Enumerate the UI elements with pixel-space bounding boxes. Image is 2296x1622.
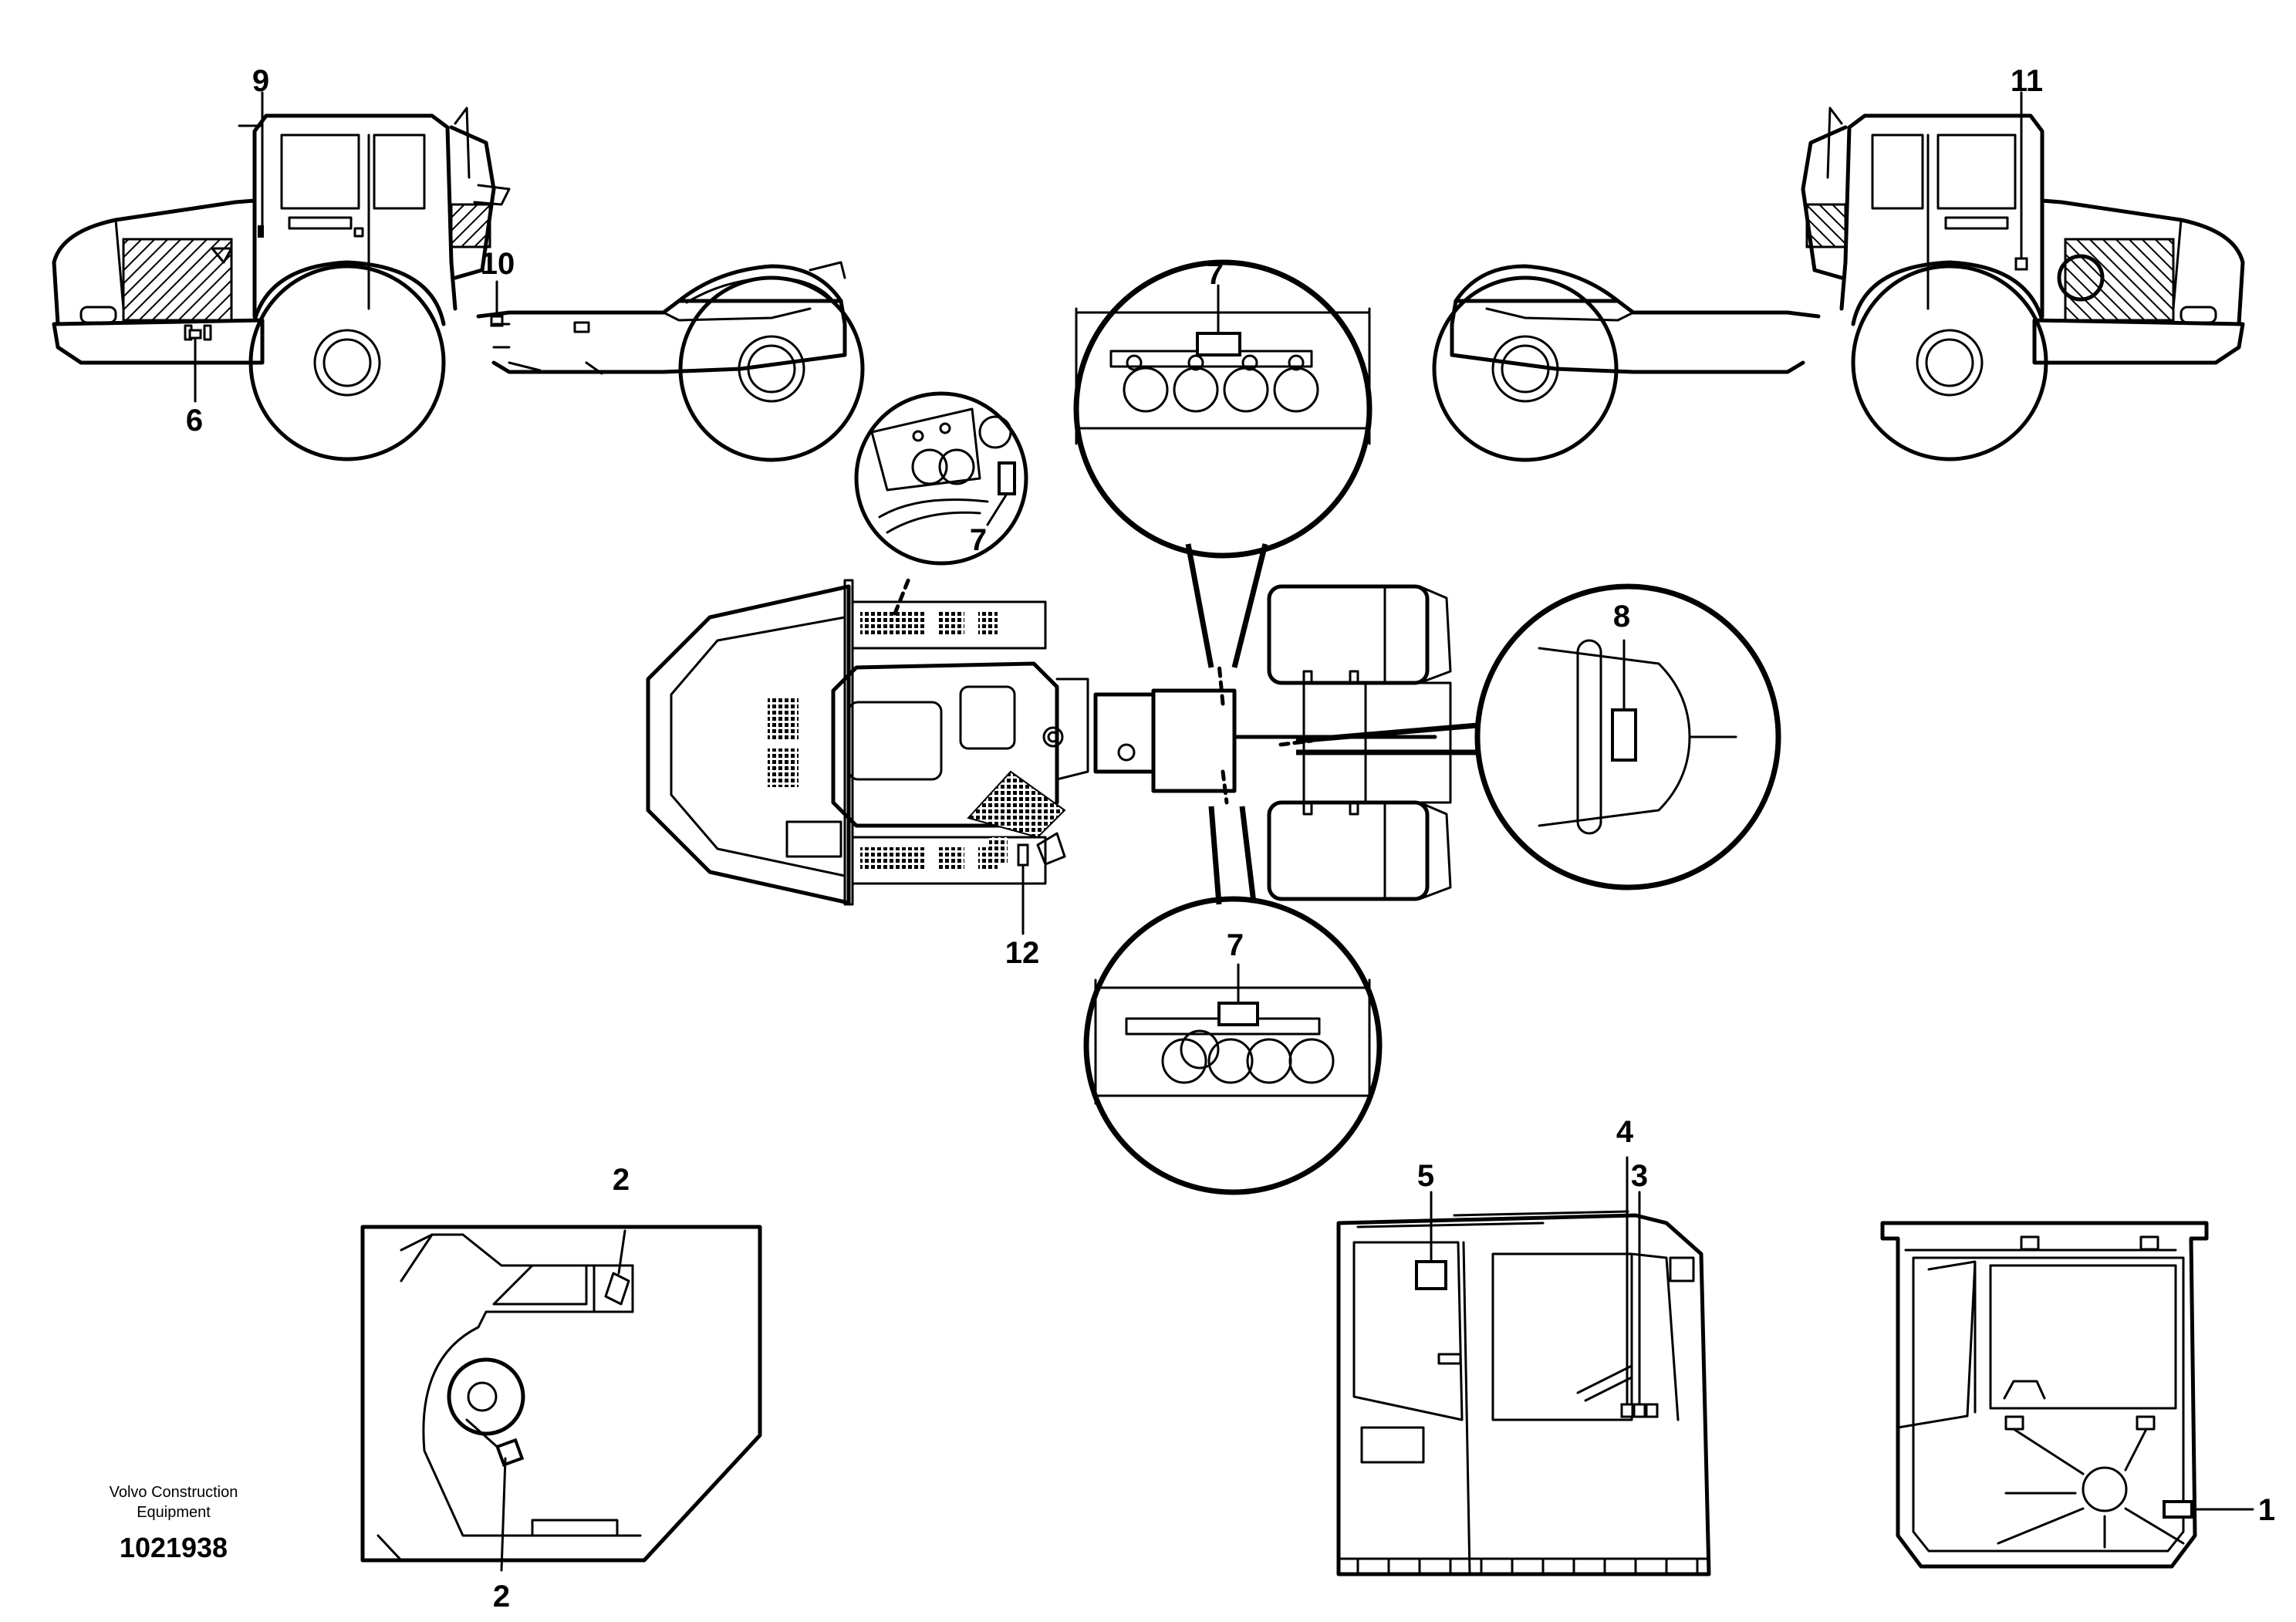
callout-6: 6	[186, 404, 203, 438]
callout-7-upper: 7	[1207, 257, 1224, 291]
callout-8: 8	[1613, 600, 1630, 634]
callout-12: 12	[1005, 936, 1040, 970]
callout-7-left: 7	[970, 523, 987, 557]
drawing-number: 1021938	[120, 1532, 228, 1563]
cab-rear-view	[1880, 1221, 2254, 1569]
company-name-line2: Equipment	[137, 1504, 211, 1521]
company-name-line1: Volvo Construction	[110, 1484, 238, 1501]
callout-11: 11	[2011, 64, 2043, 98]
callout-7-lower: 7	[1227, 928, 1244, 962]
detail-circle-left-7	[854, 391, 1028, 566]
callout-4: 4	[1616, 1115, 1634, 1149]
callout-5: 5	[1417, 1159, 1434, 1193]
truck-right-side-view	[1432, 91, 2245, 462]
callout-3: 3	[1631, 1159, 1648, 1193]
cab-interior-view	[360, 1225, 762, 1572]
callout-1: 1	[2258, 1493, 2275, 1527]
callout-labels: 9 10 6 11 7 7 8 12 7 2 2 5 4 3 1	[186, 64, 2275, 1614]
callout-2-top: 2	[613, 1163, 630, 1197]
callout-9: 9	[252, 64, 269, 98]
detail-circle-lower-7	[1083, 806, 1383, 1195]
truck-left-side-view	[52, 91, 865, 462]
detail-circle-right-8	[1295, 583, 1781, 890]
cab-side-view	[1336, 1156, 1711, 1576]
callout-10: 10	[481, 247, 515, 281]
callout-2-bottom: 2	[493, 1580, 510, 1614]
truck-top-view	[646, 573, 1452, 935]
drawing-footer: Volvo Construction Equipment 1021938	[110, 1484, 238, 1563]
detail-circle-upper-7	[1073, 259, 1373, 668]
